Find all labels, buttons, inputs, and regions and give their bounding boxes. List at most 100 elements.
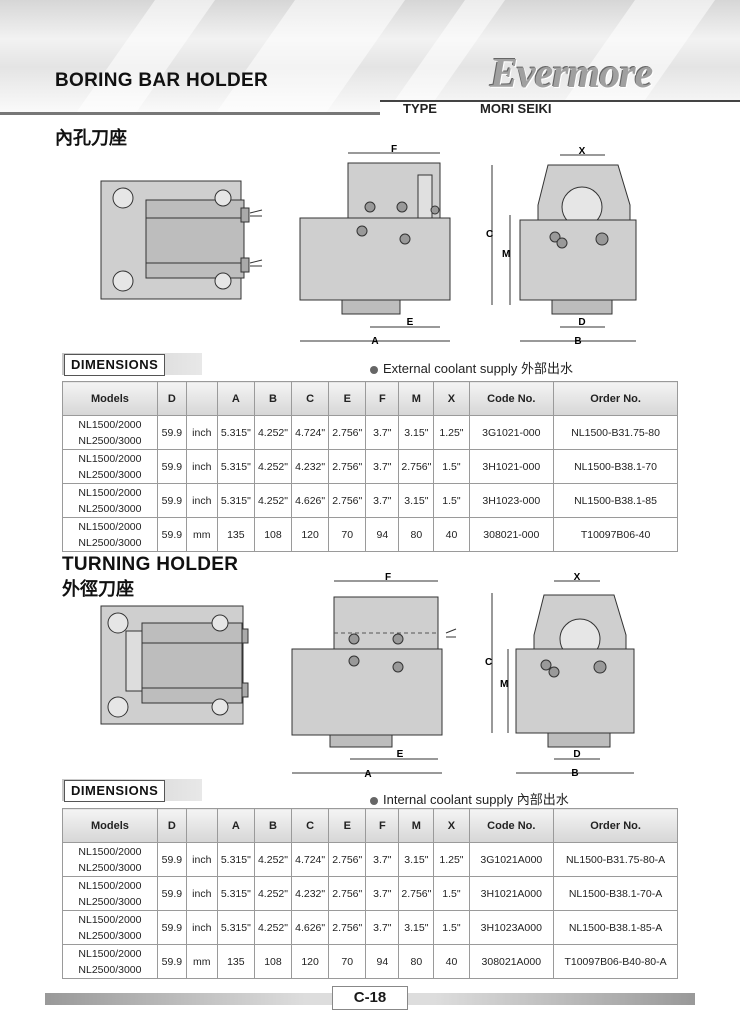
cell-a: 135 — [216, 517, 255, 552]
cell-d: 59.9 — [156, 876, 187, 911]
cell-b: 108 — [253, 517, 293, 552]
col-header: Code No. — [468, 381, 555, 416]
cell-mm: 2.756" — [398, 876, 435, 911]
col-header: E — [328, 808, 367, 843]
cell-mm: 3.15" — [398, 483, 435, 518]
section1-chinese-title: 內孔刀座 — [55, 128, 127, 148]
dim-label-x: X — [579, 146, 586, 157]
model-line-1: NL1500/2000 — [78, 486, 142, 499]
cell-order: NL1500-B38.1-85 — [553, 483, 678, 518]
type-label: TYPE — [403, 101, 437, 116]
model-line-2: NL2500/3000 — [78, 536, 142, 549]
dim-label-c: C — [486, 229, 493, 240]
cell-b: 4.252" — [253, 910, 293, 945]
coolant-note-2: Internal coolant supply 內部出水 — [370, 789, 569, 808]
cell-code: 308021-000 — [468, 517, 555, 552]
model-line-2: NL2500/3000 — [78, 434, 142, 447]
col-header: X — [433, 381, 470, 416]
cell-e: 2.756" — [328, 449, 367, 484]
col-header: A — [216, 381, 255, 416]
cell-b: 108 — [253, 944, 293, 979]
cell-unit: inch — [185, 876, 218, 911]
cell-mm: 3.15" — [398, 415, 435, 450]
cell-e: 2.756" — [328, 876, 367, 911]
col-header: M — [398, 808, 435, 843]
cell-x: 1.5" — [433, 449, 470, 484]
cell-a: 5.315" — [216, 910, 255, 945]
cell-code: 3G1021-000 — [468, 415, 555, 450]
cell-f: 3.7" — [365, 910, 400, 945]
page-number: C-18 — [332, 986, 408, 1010]
model-line-2: NL2500/3000 — [78, 929, 142, 942]
dimensions-label-2: DIMENSIONS — [64, 780, 166, 802]
dimensions-table-2: Models D A B C E F M X Code No. Order No… — [62, 808, 678, 979]
col-header: M — [398, 381, 435, 416]
boring-holder-side-view: F E A — [299, 145, 451, 347]
cell-a: 5.315" — [216, 449, 255, 484]
col-header: Models — [62, 808, 158, 843]
col-header — [185, 808, 218, 843]
cell-d: 59.9 — [156, 449, 187, 484]
col-header: B — [253, 808, 293, 843]
cell-unit: inch — [185, 842, 218, 877]
col-header: A — [216, 808, 255, 843]
col-header: Order No. — [553, 808, 678, 843]
bullet-icon — [370, 365, 378, 374]
cell-d: 59.9 — [156, 483, 187, 518]
cell-code: 3G1021A000 — [468, 842, 555, 877]
dimensions-table-1: Models D A B C E F M X Code No. Order No… — [62, 381, 678, 552]
coolant-note-1: External coolant supply 外部出水 — [370, 358, 573, 377]
cell-order: T10097B06-40 — [553, 517, 678, 552]
cell-f: 3.7" — [365, 876, 400, 911]
cell-f: 3.7" — [365, 415, 400, 450]
header-divider — [0, 112, 740, 115]
model-line-2: NL2500/3000 — [78, 468, 142, 481]
dim-label-c: C — [485, 657, 492, 668]
cell-a: 5.315" — [216, 483, 255, 518]
cell-code: 3H1021A000 — [468, 876, 555, 911]
cell-x: 1.5" — [433, 910, 470, 945]
cell-x: 40 — [433, 517, 470, 552]
cell-unit: inch — [185, 449, 218, 484]
cell-mm: 3.15" — [398, 842, 435, 877]
cell-c: 4.724" — [291, 415, 330, 450]
cell-x: 1.5" — [433, 876, 470, 911]
boring-holder-top-view — [100, 180, 263, 300]
cell-code: 3H1023-000 — [468, 483, 555, 518]
cell-b: 4.252" — [253, 415, 293, 450]
cell-d: 59.9 — [156, 842, 187, 877]
dim-label-x: X — [574, 573, 581, 583]
cell-x: 1.25" — [433, 842, 470, 877]
cell-d: 59.9 — [156, 415, 187, 450]
model-line-1: NL1500/2000 — [78, 418, 142, 431]
cell-b: 4.252" — [253, 842, 293, 877]
cell-c: 4.232" — [291, 449, 330, 484]
turning-holder-side-view: F E A — [291, 573, 457, 780]
model-line-1: NL1500/2000 — [78, 913, 142, 926]
dim-label-m: M — [502, 249, 510, 260]
section2-chinese-title: 外徑刀座 — [62, 579, 134, 599]
col-header: D — [156, 381, 187, 416]
dim-label-d: D — [578, 317, 585, 328]
cell-mm: 2.756" — [398, 449, 435, 484]
cell-a: 5.315" — [216, 842, 255, 877]
cell-f: 3.7" — [365, 483, 400, 518]
cell-b: 4.252" — [253, 483, 293, 518]
col-header: Models — [62, 381, 158, 416]
cell-code: 3H1023A000 — [468, 910, 555, 945]
col-header: C — [291, 808, 330, 843]
col-header: X — [433, 808, 470, 843]
dim-label-f: F — [391, 145, 397, 155]
header-background — [0, 0, 740, 112]
cell-unit: inch — [185, 483, 218, 518]
type-value: MORI SEIKI — [480, 101, 552, 116]
